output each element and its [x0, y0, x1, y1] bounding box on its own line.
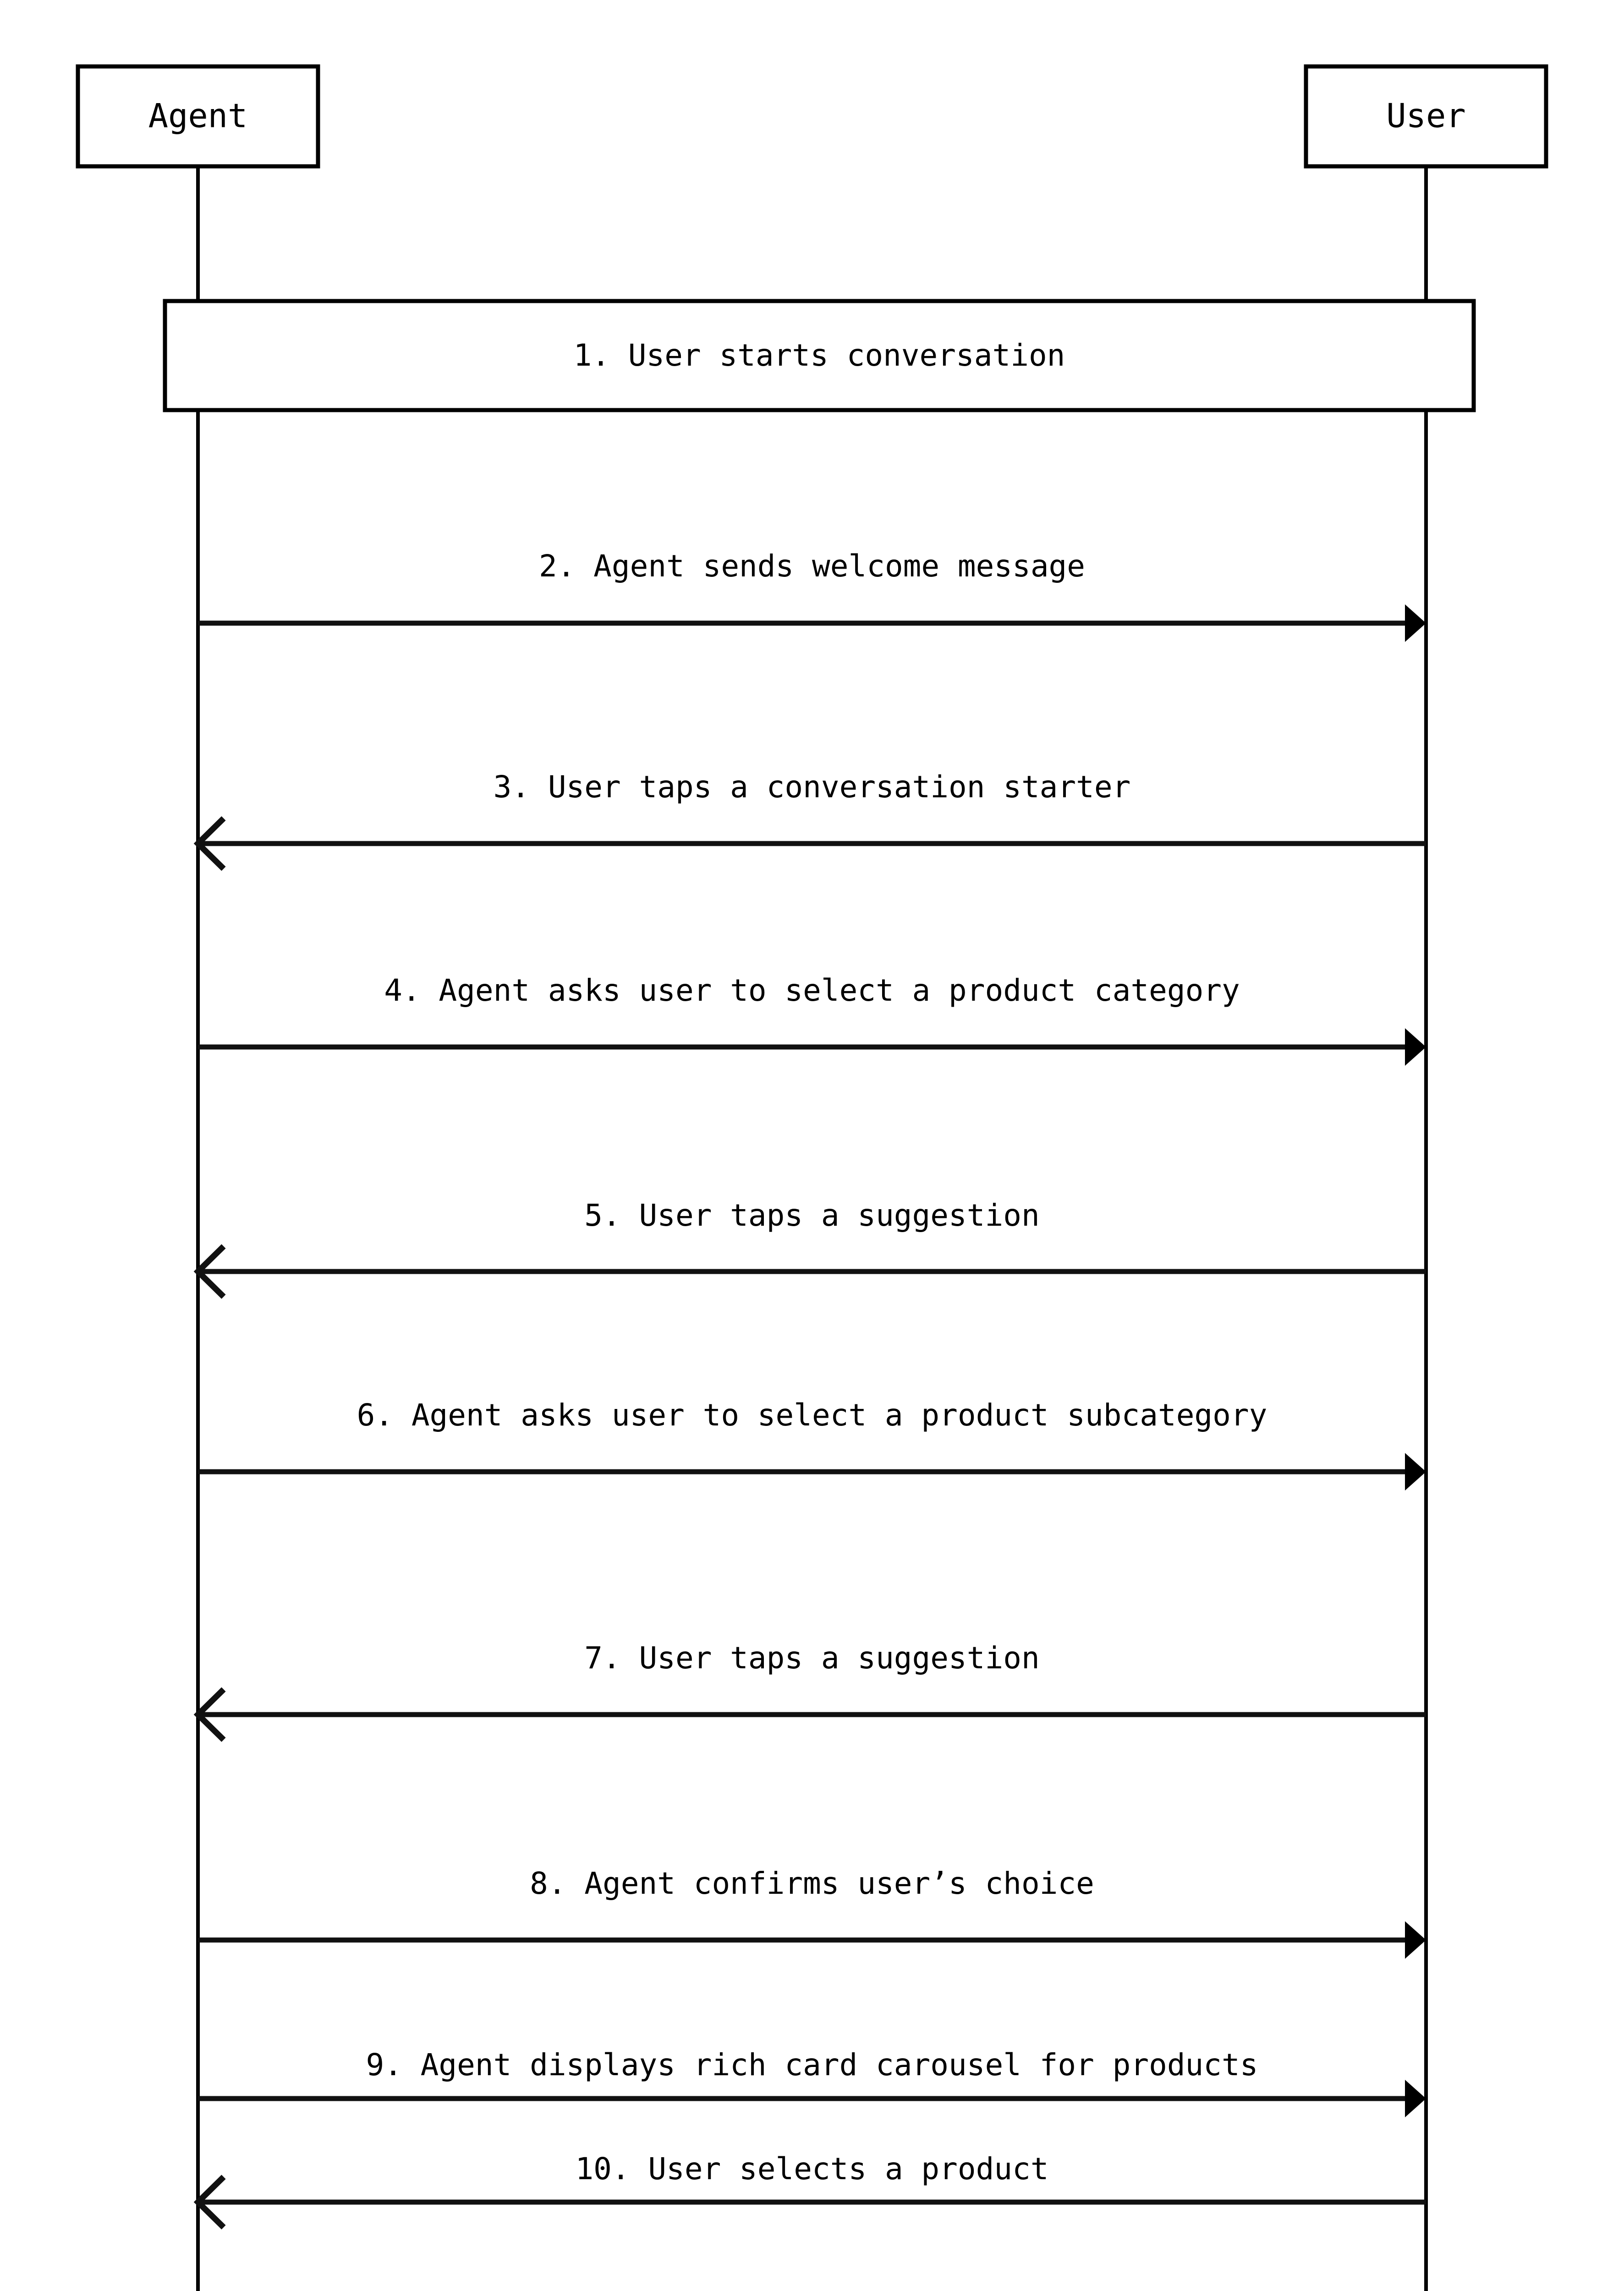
- participant-agent-top-frame: [76, 64, 320, 169]
- message-6-arrowhead-filled: [1405, 1453, 1426, 1491]
- message-6[interactable]: 6. Agent asks user to select a product s…: [198, 1398, 1426, 1491]
- message-3-arrowhead-open: [193, 816, 226, 871]
- message-6-label: 6. Agent asks user to select a product s…: [357, 1398, 1267, 1433]
- note-user-starts-conversation[interactable]: 1. User starts conversation: [163, 299, 1476, 412]
- message-7-label: 7. User taps a suggestion: [584, 1640, 1039, 1676]
- message-8-label: 8. Agent confirms user’s choice: [530, 1866, 1094, 1901]
- message-2[interactable]: 2. Agent sends welcome message: [198, 548, 1426, 642]
- message-9[interactable]: 9. Agent displays rich card carousel for…: [198, 2047, 1426, 2117]
- message-5[interactable]: 5. User taps a suggestion: [193, 1198, 1426, 1299]
- message-10-arrowhead-open: [193, 2175, 226, 2230]
- participant-user-top-label: User: [1386, 97, 1465, 135]
- note-label: 1. User starts conversation: [574, 338, 1065, 373]
- participant-agent-top-label: Agent: [148, 97, 248, 135]
- message-4-label: 4. Agent asks user to select a product c…: [384, 973, 1240, 1008]
- message-7-arrowhead-open: [193, 1687, 226, 1742]
- participant-user-top-frame: [1304, 64, 1548, 169]
- message-5-label: 5. User taps a suggestion: [584, 1198, 1039, 1233]
- message-7[interactable]: 7. User taps a suggestion: [193, 1640, 1426, 1742]
- message-2-label: 2. Agent sends welcome message: [539, 548, 1085, 584]
- message-4-arrowhead-filled: [1405, 1028, 1426, 1066]
- message-5-arrowhead-open: [193, 1244, 226, 1299]
- message-3-label: 3. User taps a conversation starter: [494, 769, 1131, 805]
- message-10[interactable]: 10. User selects a product: [193, 2151, 1426, 2230]
- participant-agent-top[interactable]: Agent: [76, 64, 320, 169]
- message-3[interactable]: 3. User taps a conversation starter: [193, 769, 1426, 871]
- message-4[interactable]: 4. Agent asks user to select a product c…: [198, 973, 1426, 1066]
- message-10-label: 10. User selects a product: [575, 2151, 1048, 2187]
- note-frame: [163, 299, 1476, 412]
- message-9-label: 9. Agent displays rich card carousel for…: [366, 2047, 1258, 2083]
- message-8-arrowhead-filled: [1405, 1921, 1426, 1959]
- participant-user-top[interactable]: User: [1304, 64, 1548, 169]
- message-2-arrowhead-filled: [1405, 604, 1426, 642]
- message-9-arrowhead-filled: [1405, 2080, 1426, 2117]
- message-8[interactable]: 8. Agent confirms user’s choice: [198, 1866, 1426, 1959]
